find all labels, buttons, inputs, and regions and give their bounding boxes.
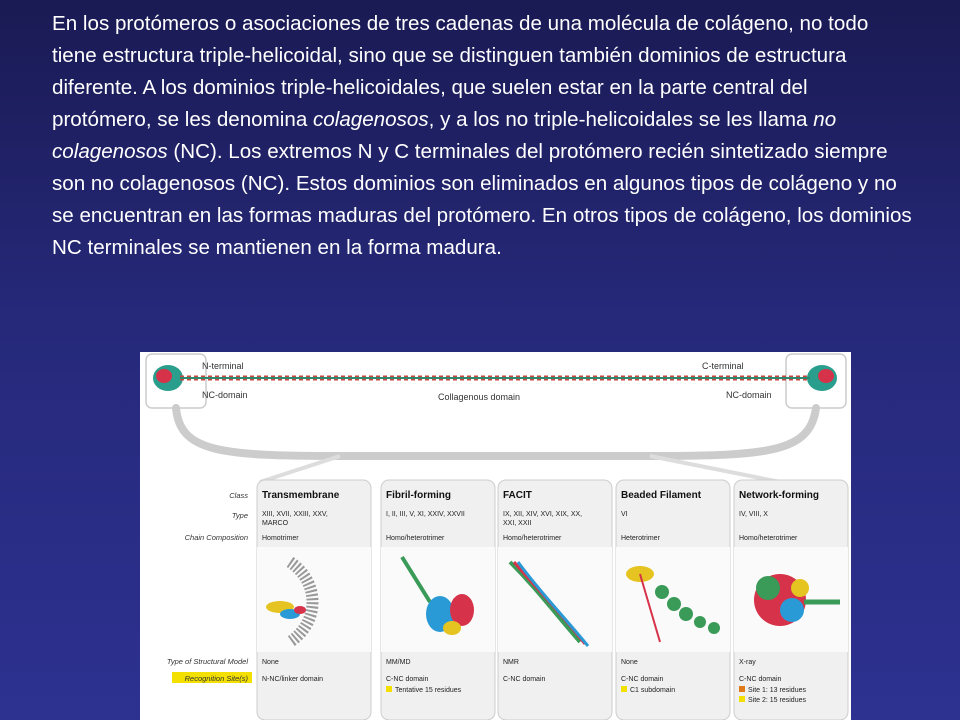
row-label-recognition: Recognition Site(s) bbox=[185, 674, 249, 683]
column-type: XIII, XVII, XXIII, XXV, bbox=[262, 511, 328, 518]
n-terminal-label: N-terminal bbox=[202, 361, 244, 371]
column-type-cont: MARCO bbox=[262, 520, 289, 527]
column-chain: Heterotrimer bbox=[621, 535, 661, 542]
paragraph-text-3: (NC). Los extremos N y C terminales del … bbox=[52, 140, 912, 259]
column-title: FACIT bbox=[503, 490, 532, 501]
column-fibril-forming: Fibril-forming I, II, III, V, XI, XXIV, … bbox=[380, 479, 496, 720]
nc-domain-left-label: NC-domain bbox=[202, 390, 248, 400]
column-facit: FACIT IX, XII, XIV, XVI, XIX, XX, XXI, X… bbox=[497, 479, 613, 720]
collagen-classes-figure: N-terminal C-terminal NC-domain NC-domai… bbox=[140, 352, 851, 720]
column-site: C-NC domain bbox=[739, 676, 782, 683]
row-label-model: Type of Structural Model bbox=[167, 657, 248, 666]
column-model: X-ray bbox=[739, 659, 756, 666]
column-type: IV, VIII, X bbox=[739, 511, 768, 518]
column-site-detail: Site 1: 13 residues bbox=[748, 687, 806, 694]
column-site-detail-2: Site 2: 15 residues bbox=[748, 697, 806, 704]
column-type: IX, XII, XIV, XVI, XIX, XX, bbox=[503, 511, 582, 518]
column-site: C-NC domain bbox=[386, 676, 429, 683]
term-no-colagenosos: no colagenosos bbox=[52, 108, 837, 163]
paragraph-text-1: En los protómeros o asociaciones de tres… bbox=[52, 12, 869, 131]
column-model: MM/MD bbox=[386, 659, 411, 666]
column-transmembrane: Transmembrane XIII, XVII, XXIII, XXV, MA… bbox=[256, 479, 372, 720]
column-site-detail: Tentative 15 residues bbox=[395, 687, 462, 694]
column-site-detail: C1 subdomain bbox=[630, 687, 675, 694]
row-label-chain: Chain Composition bbox=[185, 533, 248, 542]
paragraph-text-2: , y a los no triple-helicoidales se les … bbox=[428, 108, 814, 131]
column-title: Transmembrane bbox=[262, 490, 340, 501]
column-type-cont: XXI, XXII bbox=[503, 520, 531, 527]
c-terminal-label: C-terminal bbox=[702, 361, 744, 371]
row-label-type: Type bbox=[232, 511, 248, 520]
column-model: NMR bbox=[503, 659, 519, 666]
column-site: N-NC/linker domain bbox=[262, 676, 323, 683]
column-beaded-filament: Beaded Filament VI Heterotrimer None C-N… bbox=[615, 479, 731, 720]
column-title: Network-forming bbox=[739, 490, 819, 501]
column-title: Beaded Filament bbox=[621, 490, 702, 501]
column-site: C-NC domain bbox=[503, 676, 546, 683]
column-site: C-NC domain bbox=[621, 676, 664, 683]
column-chain: Homo/heterotrimer bbox=[503, 535, 562, 542]
column-chain: Homo/heterotrimer bbox=[739, 535, 798, 542]
column-type: I, II, III, V, XI, XXIV, XXVII bbox=[386, 511, 465, 518]
column-network-forming: Network-forming IV, VIII, X Homo/heterot… bbox=[733, 479, 849, 720]
column-chain: Homo/heterotrimer bbox=[386, 535, 445, 542]
body-paragraph: En los protómeros o asociaciones de tres… bbox=[52, 8, 912, 264]
column-type: VI bbox=[621, 511, 628, 518]
figure-svg: N-terminal C-terminal NC-domain NC-domai… bbox=[145, 353, 849, 720]
column-title: Fibril-forming bbox=[386, 490, 451, 501]
column-chain: Homotrimer bbox=[262, 535, 299, 542]
row-label-class: Class bbox=[229, 491, 248, 500]
column-model: None bbox=[262, 659, 279, 666]
collagenous-domain-label: Collagenous domain bbox=[438, 392, 520, 402]
recognition-highlight bbox=[172, 672, 252, 683]
term-colagenosos: colagenosos bbox=[313, 108, 429, 131]
column-model: None bbox=[621, 659, 638, 666]
nc-domain-right-label: NC-domain bbox=[726, 390, 772, 400]
